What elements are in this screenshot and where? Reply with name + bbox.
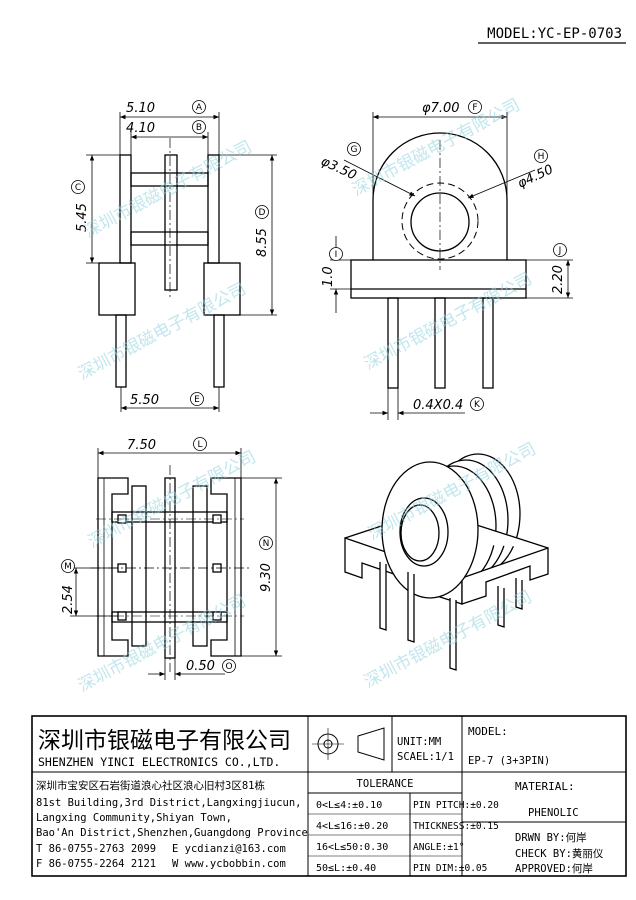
dim-n-code: N: [263, 539, 270, 549]
tolerance-range: 0<L≤4:±0.10: [316, 800, 382, 811]
dim-h-marker: [534, 149, 548, 163]
dim-l-code: L: [197, 440, 202, 450]
dim-m-code: M: [64, 562, 72, 572]
watermark-text: 深圳市银磁电子有限公司: [85, 447, 260, 552]
address-en-line: Langxing Community,Shiyan Town,: [36, 812, 232, 824]
dim-f-code: F: [472, 103, 477, 113]
dim-a-marker: [192, 100, 206, 114]
dim-d-code: D: [259, 208, 266, 218]
email: E ycdianzi@163.com: [172, 843, 286, 855]
dim-d-marker: [255, 205, 269, 219]
dim-h-value: φ4.50: [515, 162, 555, 191]
dim-i-value: 1.0: [321, 266, 336, 287]
material-value: PHENOLIC: [528, 807, 579, 819]
dim-d-value: 8.55: [255, 228, 270, 257]
unit: UNIT:MM: [397, 736, 441, 748]
website: W www.ycbobbin.com: [172, 858, 286, 870]
dim-k-code: K: [474, 400, 481, 410]
dim-e-code: E: [194, 395, 200, 405]
tolerance-title: TOLERANCE: [357, 778, 414, 790]
dim-b-code: B: [196, 123, 202, 133]
dim-e-marker: [190, 392, 204, 406]
dim-n-marker: [259, 536, 273, 550]
dim-n-value: 9.30: [259, 563, 274, 592]
company-name-en: SHENZHEN YINCI ELECTRONICS CO.,LTD.: [38, 755, 280, 769]
dim-b-marker: [192, 120, 206, 134]
front-view-dims: [86, 112, 277, 412]
dim-l-marker: [193, 437, 207, 451]
watermark-text: 深圳市银磁电子有限公司: [75, 279, 250, 384]
projection-symbol: [312, 727, 385, 761]
drawn-by: DRWN BY:何岸: [515, 831, 587, 844]
watermark-text: 深圳市银磁电子有限公司: [81, 137, 256, 242]
dim-m-value: 2.54: [61, 585, 76, 614]
dim-a-value: 5.10: [126, 101, 155, 116]
checked-by: CHECK BY:黄丽仪: [515, 847, 604, 860]
address-en-line: Bao'An District,Shenzhen,Guangdong Provi…: [36, 827, 308, 839]
dim-c-value: 5.45: [75, 203, 90, 232]
side-view-dims: [330, 112, 573, 420]
dim-h-code: H: [538, 152, 545, 162]
dim-i-marker: [329, 247, 343, 261]
dim-o-marker: [222, 659, 236, 673]
dim-c-code: C: [75, 183, 81, 193]
dim-k-marker: [470, 397, 484, 411]
scale: SCAEL:1/1: [397, 751, 454, 763]
tolerance-spec: PIN PITCH:±0.20: [413, 800, 499, 811]
bottom-view: [90, 465, 250, 672]
dim-j-value: 2.20: [551, 265, 566, 294]
model-label: MODEL:: [468, 725, 508, 738]
dim-k-value: 0.4X0.4: [413, 398, 463, 413]
dim-b-value: 4.10: [126, 121, 155, 136]
dim-i-code: I: [335, 250, 338, 260]
watermark-text: 深圳市银磁电子有限公司: [361, 587, 536, 692]
dim-l-value: 7.50: [127, 438, 156, 453]
fax: F 86-0755-2264 2121: [36, 858, 156, 870]
dim-j-code: J: [558, 246, 562, 256]
isometric-view: [344, 453, 549, 671]
dim-g-value: φ3.50: [318, 154, 358, 183]
dim-f-marker: [468, 100, 482, 114]
address-cn: 深圳市宝安区石岩街道浪心社区浪心旧村3区81栋: [36, 779, 265, 792]
tolerance-range: 16<L≤50:0.30: [316, 842, 388, 853]
title-block-grid: [31, 715, 627, 877]
model-value: EP-7 (3+3PIN): [468, 755, 550, 767]
tolerance-range: 4<L≤16:±0.20: [316, 821, 388, 832]
approved-by: APPROVED:何岸: [515, 862, 593, 875]
telephone: T 86-0755-2763 2099: [36, 843, 156, 855]
watermark-text: 深圳市银磁电子有限公司: [75, 591, 250, 696]
dim-a-code: A: [196, 103, 203, 113]
model-header: MODEL:YC-EP-0703: [487, 26, 622, 42]
material-label: MATERIAL:: [515, 780, 575, 793]
dim-o-code: O: [225, 662, 232, 672]
tolerance-spec: THICKNESS:±0.15: [413, 821, 499, 832]
address-en-line: 81st Building,3rd District,Langxingjiucu…: [36, 797, 302, 809]
tolerance-range: 50≤L:±0.40: [316, 863, 376, 874]
side-view: [350, 132, 527, 389]
dim-g-marker: [347, 142, 361, 156]
tolerance-spec: ANGLE:±1°: [413, 842, 464, 853]
watermark-text: 深圳市银磁电子有限公司: [361, 269, 536, 374]
dim-c-marker: [71, 180, 85, 194]
bottom-view-dims: [70, 448, 282, 680]
dim-g-code: G: [351, 145, 358, 155]
dim-j-marker: [553, 243, 567, 257]
dim-e-value: 5.50: [130, 393, 159, 408]
dim-m-marker: [61, 559, 75, 573]
company-name-cn: 深圳市银磁电子有限公司: [38, 728, 291, 754]
dim-f-value: φ7.00: [422, 101, 460, 116]
dim-o-value: 0.50: [186, 659, 215, 674]
tolerance-spec: PIN DIM:±0.05: [413, 863, 487, 874]
